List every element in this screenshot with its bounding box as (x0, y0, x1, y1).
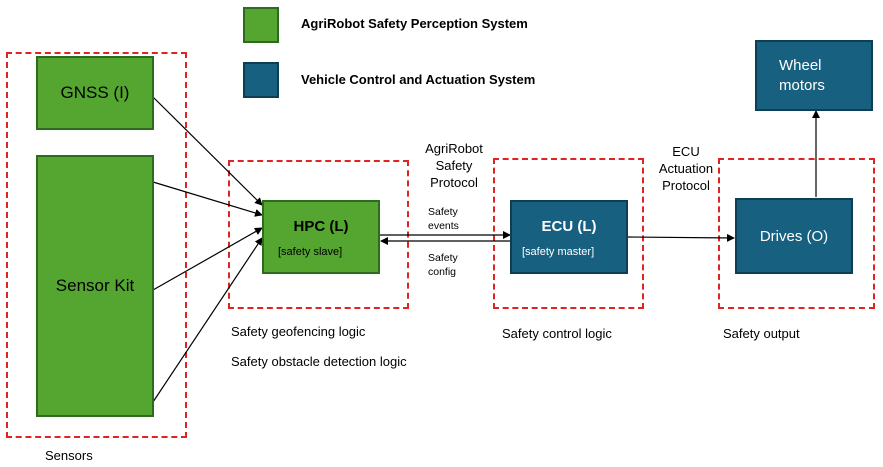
sensor-kit-box: Sensor Kit (36, 155, 154, 417)
ecu-zone (493, 158, 644, 309)
wheel-motors-label: Wheel motors (779, 56, 825, 96)
drives-box: Drives (O) (735, 198, 853, 274)
agrirobot-protocol-line-3: Protocol (430, 175, 478, 190)
ecu-title: ECU (L) (541, 218, 597, 235)
wheel-motors-line-1: Wheel (779, 57, 822, 74)
ecu-to-drives-arrow (627, 233, 735, 242)
wheel-motors-line-2: motors (779, 77, 825, 94)
hpc-title: HPC (L) (293, 218, 349, 235)
sensors-zone (6, 52, 187, 438)
legend-perception-swatch (243, 7, 279, 43)
safety-events-line-1: Safety (428, 206, 458, 218)
ecu-box: ECU (L) [safety master] (510, 200, 628, 274)
drives-zone (718, 158, 875, 309)
ecu-actuation-protocol-line-2: Actuation (658, 161, 714, 176)
wheel-motors-box: Wheel motors (755, 40, 873, 111)
hpc-logic-obstacle: Safety obstacle detection logic (231, 354, 407, 369)
legend-perception-label: AgriRobot Safety Perception System (301, 16, 528, 31)
hpc-box: HPC (L) [safety slave] (262, 200, 380, 274)
drives-output-label: Safety output (723, 326, 800, 341)
agrirobot-protocol-line-2: Safety (435, 158, 473, 173)
agrirobot-protocol-line-1: AgriRobot (425, 141, 483, 156)
sensors-group-label: Sensors (45, 448, 93, 463)
drives-label: Drives (O) (759, 227, 829, 245)
ecu-actuation-protocol-line-1: ECU (672, 144, 700, 159)
safety-config-line-1: Safety (428, 252, 458, 264)
safety-config-line-2: config (428, 266, 457, 278)
ecu-actuation-protocol-line-3: Protocol (662, 178, 710, 193)
sensorkit-to-hpc-arrow-2 (152, 227, 263, 291)
hpc-role: [safety slave] (278, 246, 343, 258)
safety-config-label: Safety config (428, 251, 458, 279)
safety-events-label: Safety events (428, 205, 459, 233)
hpc-logic-geofencing: Safety geofencing logic (231, 324, 366, 339)
gnss-label: GNSS (I) (60, 83, 130, 102)
sensorkit-to-hpc-arrow-3 (152, 237, 263, 403)
legend-actuation-label: Vehicle Control and Actuation System (301, 72, 536, 87)
gnss-box: GNSS (I) (36, 56, 154, 130)
sensorkit-to-hpc-arrow-1 (152, 181, 263, 217)
ecu-actuation-protocol-label: ECU Actuation Protocol (646, 143, 726, 194)
ecu-role: [safety master] (522, 246, 595, 258)
agrirobot-protocol-label: AgriRobot Safety Protocol (404, 140, 504, 191)
sensor-kit-label: Sensor Kit (55, 276, 135, 295)
safety-events-line-2: events (428, 220, 459, 232)
legend-actuation-swatch (243, 62, 279, 98)
ecu-logic-label: Safety control logic (502, 326, 612, 341)
gnss-to-hpc-arrow (152, 96, 263, 206)
